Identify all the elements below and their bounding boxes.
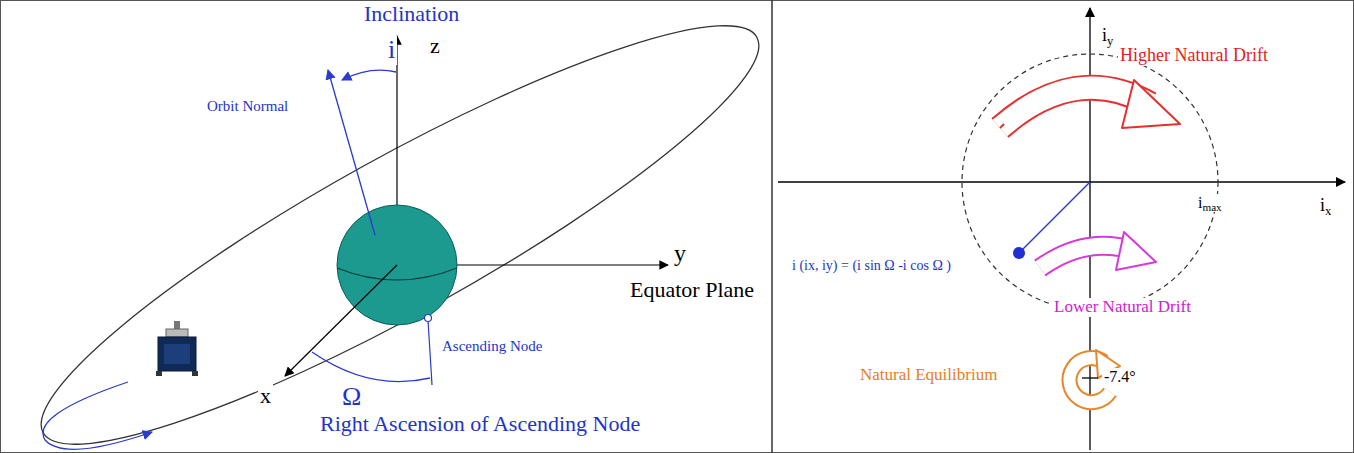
axis-name: x xyxy=(258,384,273,408)
inclination-arc xyxy=(342,70,396,80)
ascending-node xyxy=(425,315,432,322)
axis-name: z xyxy=(428,34,442,58)
equator-line xyxy=(337,268,457,280)
subscript: max xyxy=(1202,201,1221,213)
subscript: x xyxy=(1325,204,1331,218)
plane-name: Equator Plane xyxy=(628,278,756,302)
equilibrium-label: Natural Equilibrium xyxy=(858,366,999,385)
orbit-normal xyxy=(328,70,375,235)
imax-circle xyxy=(962,54,1218,310)
angle-name: Right Ascension of Ascending Node xyxy=(318,412,642,436)
panel-divider xyxy=(771,0,773,453)
x-axis xyxy=(285,265,397,376)
axis-name: y xyxy=(672,240,688,266)
limit-label: imax xyxy=(1196,194,1224,212)
node-line xyxy=(428,320,432,385)
drift-label: Higher Natural Drift xyxy=(1118,46,1270,66)
angle-symbol: i xyxy=(386,36,397,65)
subscript: y xyxy=(1107,34,1113,48)
vector-name: Orbit Normal xyxy=(205,98,290,115)
value-label: -7.4° xyxy=(1102,368,1138,386)
axis-name: ix xyxy=(1318,196,1333,216)
lower-drift-arrow xyxy=(1040,232,1156,270)
symbol: i xyxy=(1198,194,1202,211)
vector-formula: i (ix, iy) = (i sin Ω -i cos Ω ) xyxy=(790,258,953,273)
axis-title: Inclination xyxy=(362,2,461,26)
angle-symbol: Ω xyxy=(340,383,363,412)
inclination-point xyxy=(1013,247,1025,259)
motion-arrow xyxy=(43,382,152,449)
axis-name: iy xyxy=(1100,26,1115,46)
symbol: i xyxy=(1102,25,1107,45)
higher-drift-arrow xyxy=(1000,80,1180,128)
drift-label: Lower Natural Drift xyxy=(1052,298,1193,317)
satellite xyxy=(156,321,198,376)
ix-axis xyxy=(778,181,1345,182)
equilibrium-tick xyxy=(1082,377,1098,378)
point-name: Ascending Node xyxy=(440,338,544,355)
raan-arc xyxy=(312,352,430,382)
orbit-ellipse xyxy=(5,0,794,453)
symbol: i xyxy=(1320,195,1325,215)
iy-axis xyxy=(1089,8,1090,450)
